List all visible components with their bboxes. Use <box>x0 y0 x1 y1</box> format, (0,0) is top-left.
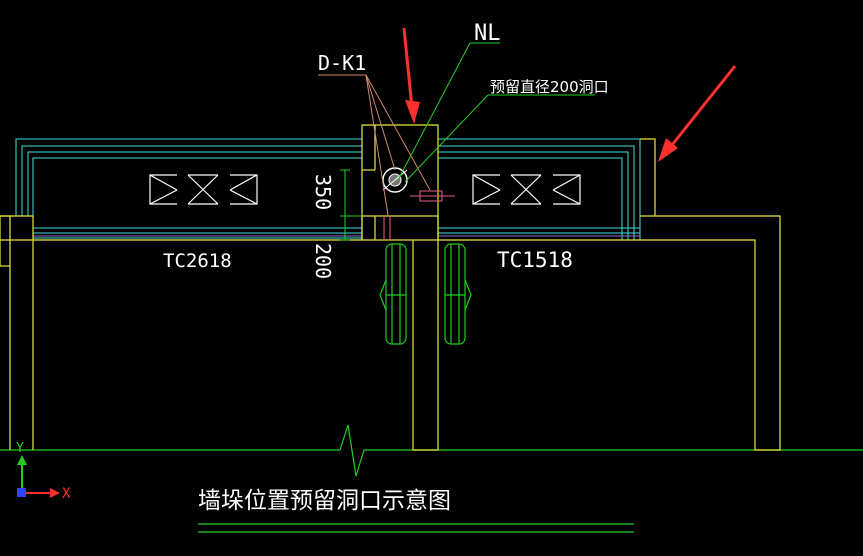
window-label-tc2618: TC2618 <box>163 250 232 272</box>
window-frame-left <box>15 138 362 239</box>
downpipe-left <box>379 243 407 345</box>
red-arrow-right <box>658 65 737 162</box>
leader-dk1 <box>318 74 431 216</box>
window-symbol-left <box>149 174 258 205</box>
window-label-tc1518: TC1518 <box>497 248 573 272</box>
ucs-x-label: X <box>62 486 71 502</box>
ground-line <box>0 424 863 477</box>
window-frame-right <box>438 138 641 240</box>
downpipe-right <box>444 243 472 345</box>
dk1-label: D-K1 <box>318 51 366 75</box>
window-symbol-right <box>472 174 581 205</box>
sleeve-mark <box>383 190 455 240</box>
nl-label: NL <box>474 21 501 46</box>
walls <box>0 124 781 451</box>
leader-nl <box>397 42 500 181</box>
red-arrow-center <box>402 27 420 124</box>
dimension-200-label: 200 <box>311 243 335 279</box>
ucs-y-label: Y <box>16 441 24 456</box>
title-underline <box>198 523 634 533</box>
pipe-hole <box>382 167 408 193</box>
dimension-350-label: 350 <box>311 174 335 210</box>
hole-note-label: 预留直径200洞口 <box>490 78 609 96</box>
ucs-icon <box>17 455 60 498</box>
dimension-lines <box>340 169 362 241</box>
drawing-title: 墙垛位置预留洞口示意图 <box>198 488 451 514</box>
leader-hole-note <box>404 94 595 183</box>
